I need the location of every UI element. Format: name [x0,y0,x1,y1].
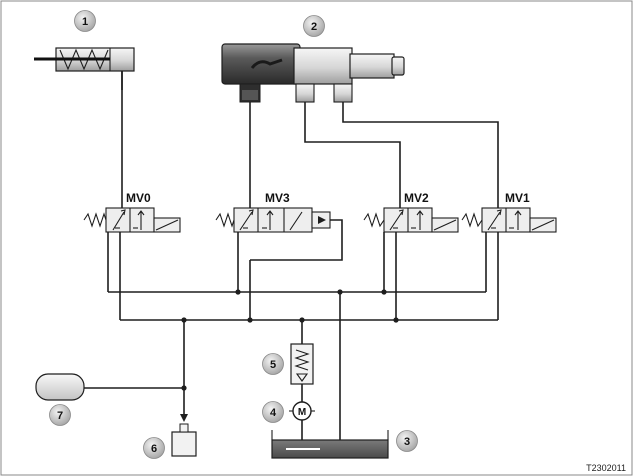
valve-label-mv3: MV3 [265,191,290,205]
pressure-sensor-icon [171,423,197,457]
callout-label-1: 1 [82,16,88,28]
svg-text:M: M [298,407,306,418]
valve-label-mv0: MV0 [126,191,151,205]
callout-label-6: 6 [151,443,157,455]
image-code: T2302011 [586,463,626,473]
junction-dots [181,289,399,391]
valve-label-mv1: MV1 [505,191,530,205]
valve-mv1: MV1 [461,191,557,233]
callout-label-2: 2 [311,21,317,33]
callout-4: 4 [262,401,284,423]
callout-label-7: 7 [57,410,63,422]
cylinder-icon [221,43,405,103]
relief-valve-icon [290,343,314,385]
callout-label-4: 4 [270,407,277,419]
spring-cylinder-icon [34,47,135,90]
callout-7: 7 [49,404,71,426]
accumulator-icon [35,373,85,401]
valve-mv2: MV2 [363,191,459,233]
callout-label-5: 5 [270,359,276,371]
callout-5: 5 [262,353,284,375]
callout-label-3: 3 [404,436,410,448]
callout-1: 1 [74,10,96,32]
callout-2: 2 [303,15,325,37]
callout-6: 6 [143,437,165,459]
valve-mv0: MV0 [83,191,181,233]
callout-3: 3 [396,430,418,452]
valve-mv3: MV3 [215,191,331,233]
pump-motor-icon: M [289,401,315,421]
reservoir-icon [271,430,389,459]
valve-label-mv2: MV2 [404,191,429,205]
